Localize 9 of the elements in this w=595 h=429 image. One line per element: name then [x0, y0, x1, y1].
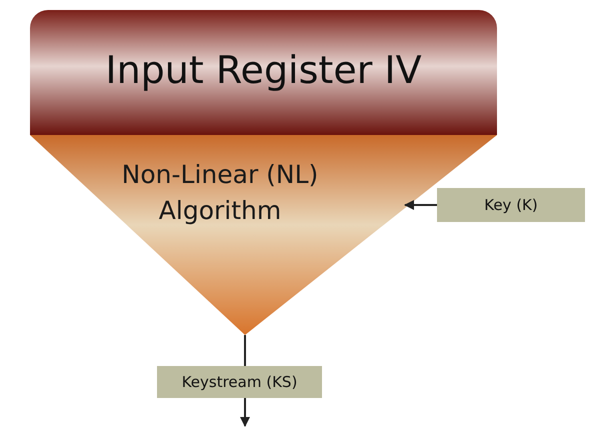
key-box [437, 188, 585, 222]
box-label: Keystream (KS) [182, 373, 298, 391]
algorithm-label: Non-Linear (NL) Algorithm [120, 159, 320, 227]
keystream-box [157, 366, 322, 398]
arrow [404, 200, 437, 210]
box-label: Key (K) [484, 196, 538, 214]
register-title: Input Register IV [104, 48, 423, 92]
register-banner [30, 10, 497, 135]
arrow [240, 398, 250, 427]
